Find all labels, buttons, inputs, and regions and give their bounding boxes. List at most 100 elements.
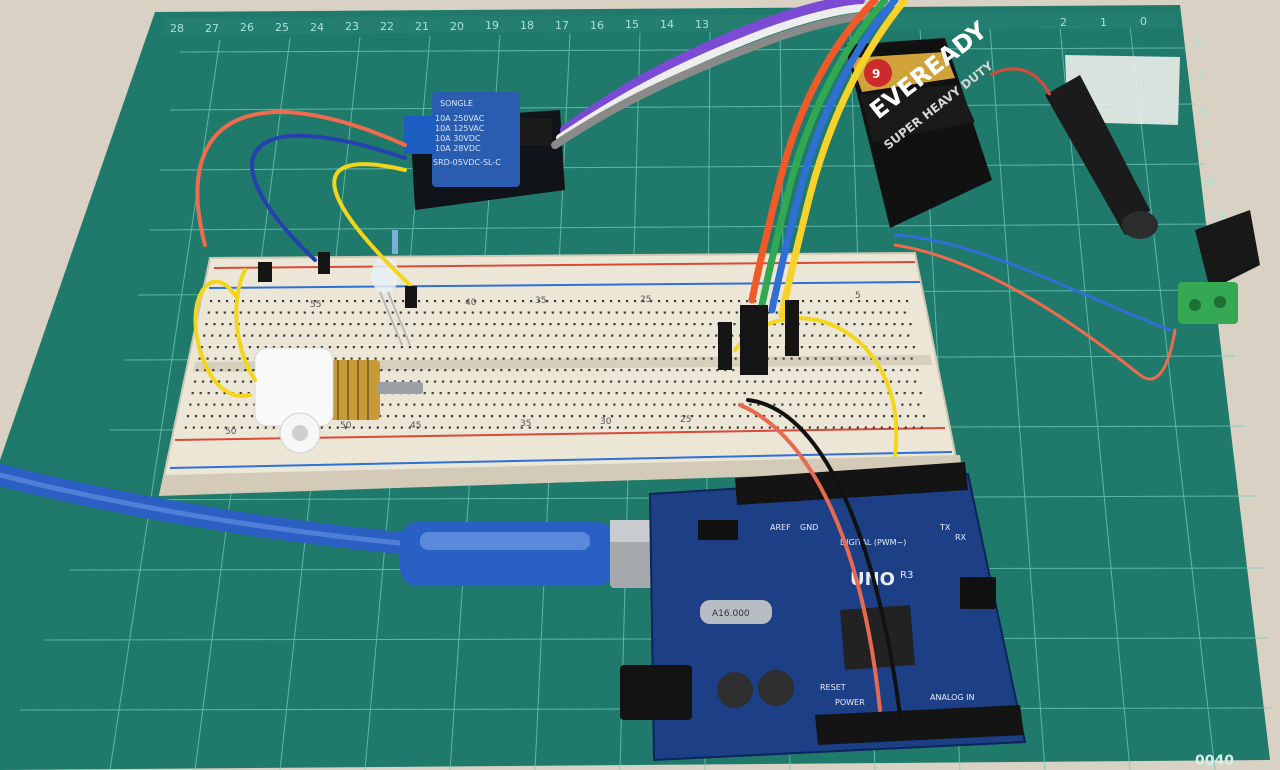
breadboard-hole [572,369,575,372]
breadboard-hole [737,380,741,383]
breadboard-hole [283,334,286,337]
breadboard-hole [833,380,837,383]
breadboard-hole [672,426,675,429]
breadboard-hole [258,300,261,303]
breadboard-hole [505,380,509,383]
breadboard-hole [813,403,816,406]
breadboard-hole [560,426,563,429]
breadboard-hole [856,346,859,349]
breadboard-hole [624,346,627,349]
breadboard-hole [485,323,488,326]
breadboard-hole [413,323,416,326]
breadboard-hole [189,403,192,406]
breadboard-hole [871,311,874,314]
breadboard-hole [393,380,397,383]
breadboard-hole [675,415,678,418]
breadboard-hole [887,311,890,314]
breadboard-hole [499,334,502,337]
breadboard-hole [682,300,685,303]
breadboard-hole [244,369,247,372]
breadboard-hole [184,426,187,429]
breadboard-hole [204,369,207,372]
breadboard-hole [196,369,199,372]
breadboard-hole [824,346,827,349]
breadboard-hole [832,346,835,349]
breadboard-hole [849,380,853,383]
breadboard-hole [381,403,384,406]
breadboard-hole [384,426,387,429]
breadboard-hole [802,300,805,303]
breadboard-hole [333,323,336,326]
breadboard-hole [424,346,427,349]
breadboard-hole [219,334,222,337]
breadboard-hole [725,403,728,406]
breadboard-hole [287,311,290,314]
breadboard-hole [383,311,386,314]
breadboard-hole [771,415,774,418]
breadboard-hole [597,403,600,406]
breadboard-hole [590,357,593,360]
breadboard-hole [632,426,635,429]
breadboard-hole [397,403,400,406]
breadboard-hole [309,323,312,326]
breadboard-hole [837,403,840,406]
breadboard-hole [896,346,899,349]
breadboard-hole [232,346,235,349]
breadboard-hole [734,357,737,360]
breadboard-hole [197,403,200,406]
breadboard-hole [895,392,898,395]
breadboard-hole [452,369,455,372]
breadboard-hole [835,334,838,337]
breadboard-hole [472,346,475,349]
breadboard-hole [237,403,240,406]
breadboard-hole [909,323,912,326]
breadboard-hole [719,311,722,314]
breadboard-hole [477,323,480,326]
breadboard-hole [351,311,354,314]
breadboard-hole [815,392,818,395]
breadboard-hole [481,380,485,383]
breadboard-hole [358,357,361,360]
breadboard-hole [512,426,515,429]
breadboard-hole [568,426,571,429]
breadboard-hole [487,311,490,314]
breadboard-hole [198,357,201,360]
breadboard-hole [824,426,827,429]
breadboard-hole [544,346,547,349]
col-label: 40 [465,298,477,308]
breadboard-hole [709,323,712,326]
breadboard-hole [363,334,366,337]
breadboard-hole [199,392,202,395]
breadboard-hole [799,311,802,314]
breadboard-hole [851,415,854,418]
breadboard-hole [224,346,227,349]
ruler-num: 3 [1198,70,1205,83]
breadboard-hole [415,311,418,314]
ruler-num: 5 [1201,105,1208,118]
breadboard-hole [476,369,479,372]
breadboard-hole [547,334,550,337]
breadboard-hole [201,380,205,383]
breadboard-hole [432,346,435,349]
breadboard-hole [395,334,398,337]
breadboard-hole [712,426,715,429]
breadboard-hole [205,323,208,326]
breadboard-hole [443,334,446,337]
breadboard-hole [613,323,616,326]
breadboard-hole [660,369,663,372]
breadboard-hole [563,334,566,337]
breadboard-hole [678,357,681,360]
breadboard-hole [899,415,902,418]
ruler-num: 16 [590,19,604,32]
breadboard-hole [868,369,871,372]
breadboard-hole [563,415,566,418]
breadboard-hole [622,357,625,360]
breadboard-hole [431,311,434,314]
ribbon-wire-yellow [778,0,909,319]
breadboard-hole [808,346,811,349]
breadboard-hole [829,403,832,406]
breadboard-hole [212,369,215,372]
breadboard-hole [235,334,238,337]
breadboard-hole [640,346,643,349]
breadboard-hole [704,426,707,429]
